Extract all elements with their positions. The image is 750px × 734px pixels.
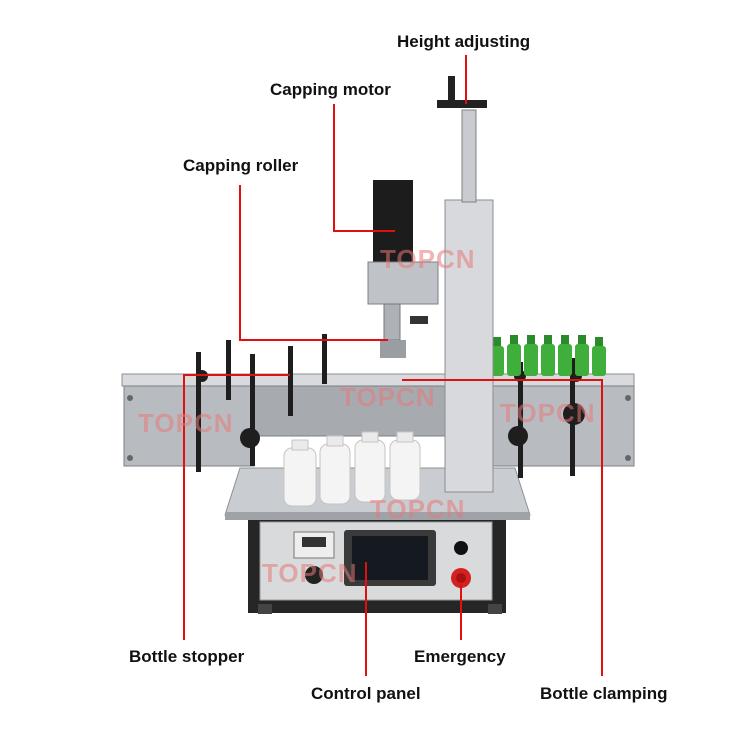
label-height-adjusting: Height adjusting xyxy=(397,32,531,51)
leader-lines xyxy=(183,55,603,676)
label-bottle-clamping: Bottle clamping xyxy=(540,684,668,703)
watermark-center: TOPCN xyxy=(340,382,436,412)
watermark-top: TOPCN xyxy=(380,244,476,274)
watermark-right: TOPCN xyxy=(500,398,596,428)
label-capping-roller: Capping roller xyxy=(183,156,299,175)
green-bottles xyxy=(490,344,606,376)
white-bottle-caps xyxy=(291,431,414,451)
control-panel-box xyxy=(293,530,471,588)
vertical-column xyxy=(437,76,494,493)
green-bottle-caps xyxy=(493,335,603,346)
leader-capping-roller xyxy=(239,185,388,341)
watermark-table: TOPCN xyxy=(370,494,466,524)
label-control-panel: Control panel xyxy=(311,684,421,703)
label-bottle-stopper: Bottle stopper xyxy=(129,647,245,666)
leader-bottle-clamping xyxy=(402,379,603,676)
watermark-cabinet: TOPCN xyxy=(262,558,358,588)
watermark-left: TOPCN xyxy=(138,408,234,438)
label-emergency: Emergency xyxy=(414,647,506,666)
leader-bottle-stopper xyxy=(183,374,290,640)
label-capping-motor: Capping motor xyxy=(270,80,391,99)
leader-capping-motor xyxy=(333,104,395,232)
capping-head xyxy=(367,180,439,358)
